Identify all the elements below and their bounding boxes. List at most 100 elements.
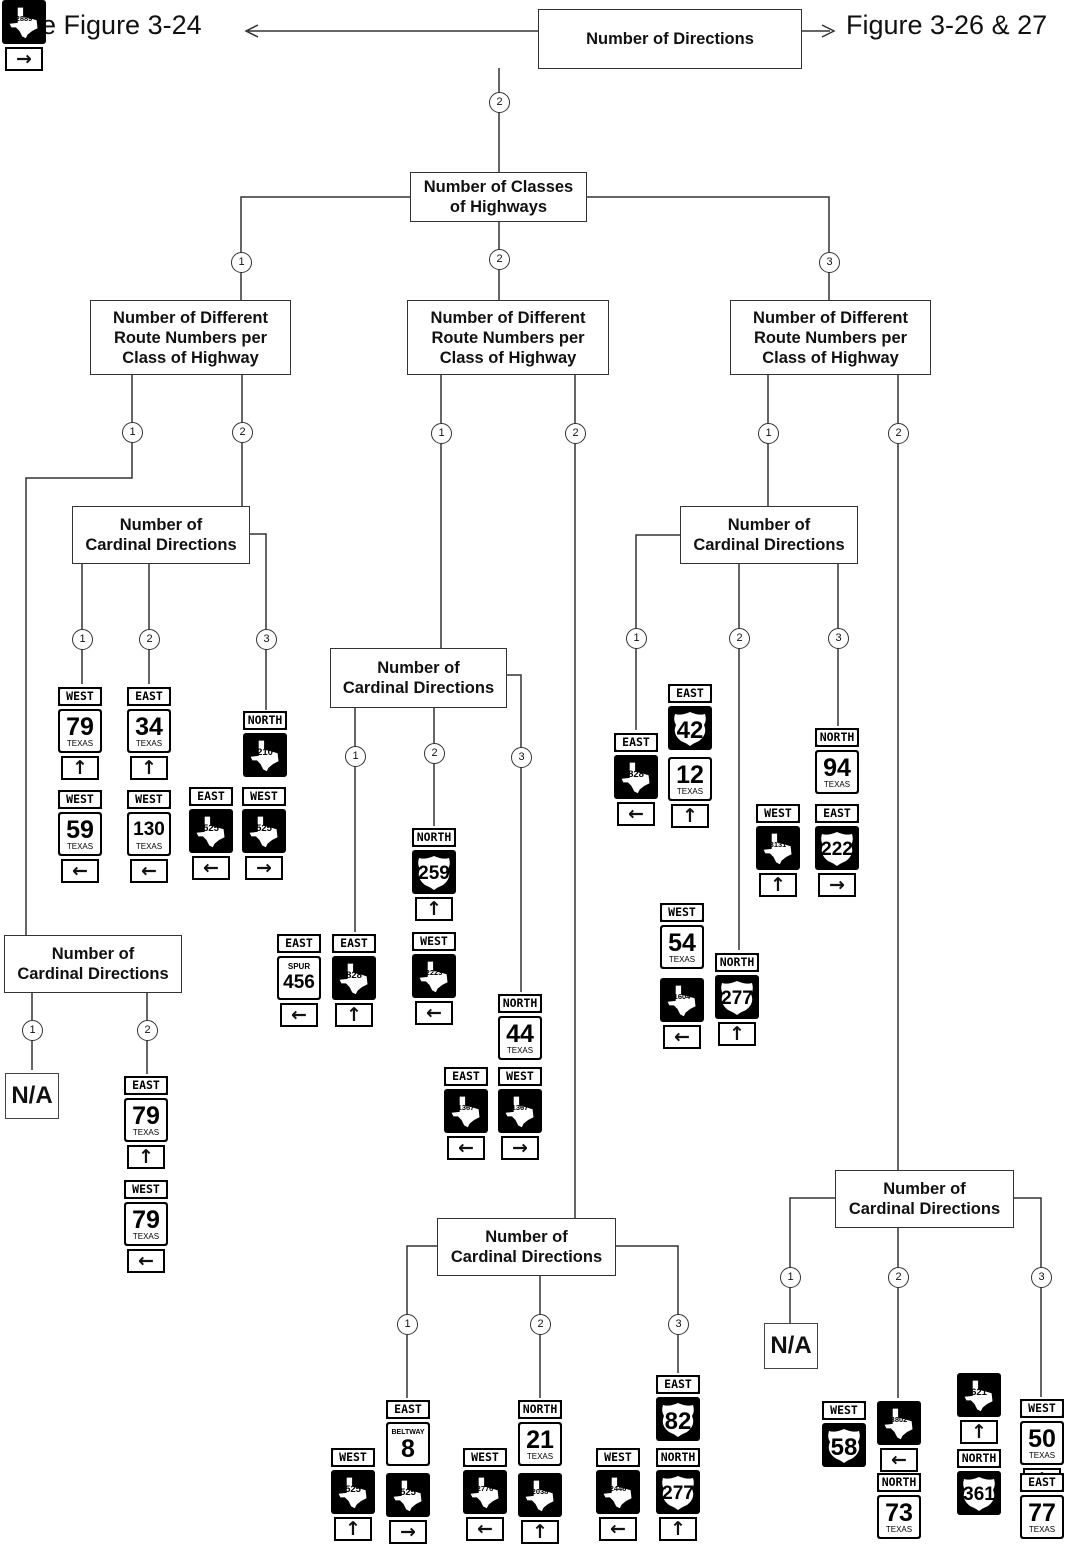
node-label: Number of Directions [586, 30, 754, 48]
cardinal-direction-label: WEST [126, 1182, 166, 1197]
farm-road-shield: 828 [332, 956, 376, 1000]
node-label: Class of Highway [762, 348, 899, 367]
farm-road-shield: 525 [242, 809, 286, 853]
branch-number-circle: 2 [530, 1314, 551, 1335]
route-number: 82 [664, 1408, 692, 1435]
node-label: Number of [727, 516, 811, 534]
arrow-right-icon: → [245, 856, 283, 880]
route-number: 130 [133, 818, 165, 840]
node-label: Number of [119, 516, 203, 534]
branch-number-circle: 3 [819, 252, 840, 273]
cardinal-direction-plaque: NORTH [243, 711, 287, 730]
branch-number-circle: 1 [626, 628, 647, 649]
arrow-left-icon: ← [447, 1136, 485, 1160]
node-label: of Highways [449, 198, 548, 216]
route-number: 2776 [476, 1484, 494, 1493]
number-of-directions-node: Number of Directions [538, 9, 802, 69]
node-label: Number of Classes [423, 178, 574, 196]
cardinal-direction-label: WEST [60, 792, 100, 807]
branch-number-circle: 1 [231, 252, 252, 273]
node-label: Cardinal Directions [17, 965, 169, 983]
arrow-left-icon: ← [415, 1001, 453, 1025]
cardinal-direction-label: EAST [129, 689, 169, 704]
branch-number-circle: 3 [828, 628, 849, 649]
shield-state-label: TEXAS [668, 954, 696, 964]
arrow-up-icon: ↑ [960, 1420, 998, 1444]
arrow-left-icon: ← [127, 1249, 165, 1273]
arrow-up-icon: ↑ [61, 756, 99, 780]
cardinal-direction-plaque: WEST [498, 1067, 542, 1086]
shield-state-label: TEXAS [132, 1231, 160, 1241]
route-number: 1367 [511, 1103, 529, 1112]
branch-number-circle: 3 [1031, 1267, 1052, 1288]
cardinal-direction-label: EAST [616, 735, 656, 750]
shield-state-label: TEXAS [135, 738, 163, 748]
cardinal-direction-label: EAST [388, 1402, 428, 1417]
cardinal-direction-label: WEST [758, 806, 798, 821]
route-number: 277 [662, 1483, 694, 1504]
shield-state-label: TEXAS [135, 841, 163, 851]
arrow-up-icon: ↑ [334, 1517, 372, 1541]
cardinal-direction-label: WEST [129, 792, 169, 807]
route-number: 1604 [673, 992, 691, 1001]
us-highway-shield: 58 [822, 1423, 866, 1467]
route-number: 2223 [425, 968, 443, 977]
route-sign-group: WEST 525 → [240, 787, 288, 883]
arrow-left-icon: ← [130, 859, 168, 883]
farm-road-shield: 525 [386, 1473, 430, 1517]
branch-number-circle: 1 [122, 422, 143, 443]
route-number: 222 [821, 839, 853, 860]
cardinal-direction-label: WEST [598, 1450, 638, 1465]
cardinal-direction-label: NORTH [414, 830, 454, 845]
branch-number-circle: 2 [888, 423, 909, 444]
cardinal-direction-plaque: EAST [1020, 1473, 1064, 1492]
farm-road-shield: 1367 [498, 1089, 542, 1133]
branch-number-circle: 1 [758, 423, 779, 444]
cardinal-direction-plaque: EAST [332, 934, 376, 953]
cardinal-direction-plaque: EAST [189, 787, 233, 806]
cardinal-direction-plaque: NORTH [877, 1473, 921, 1492]
cardinal-direction-plaque: WEST [58, 790, 102, 809]
shield-state-label: TEXAS [526, 1451, 554, 1461]
shield-state-label: TEXAS [676, 786, 704, 796]
shield-state-label: TEXAS [823, 779, 851, 789]
cardinal-direction-label: NORTH [817, 730, 857, 745]
node-label: Cardinal Directions [342, 679, 495, 697]
route-number: 3802 [890, 1415, 908, 1424]
cardinal-direction-plaque: WEST [242, 787, 286, 806]
branch-number-circle: 1 [397, 1314, 418, 1335]
spur-label: SPUR [287, 961, 311, 971]
cardinal-direction-plaque: NORTH [656, 1448, 700, 1467]
route-number: 2889 [15, 14, 33, 23]
route-sign-group: 2889→ [0, 0, 48, 74]
arrow-right-icon: → [501, 1136, 539, 1160]
branch-number-circle: 2 [489, 92, 510, 113]
shield-state-label: TEXAS [1028, 1450, 1056, 1460]
cardinal-direction-label: WEST [500, 1069, 540, 1084]
route-number: 525 [256, 823, 272, 834]
cardinal-direction-label: NORTH [245, 713, 285, 728]
shield-state-label: TEXAS [66, 841, 94, 851]
cardinal-direction-plaque: EAST [656, 1375, 700, 1394]
route-sign-group: 525→ [384, 1473, 432, 1547]
route-number: 361 [963, 1484, 995, 1505]
shield-state-label: TEXAS [885, 1524, 913, 1534]
cardinal-direction-plaque: EAST [277, 934, 321, 953]
